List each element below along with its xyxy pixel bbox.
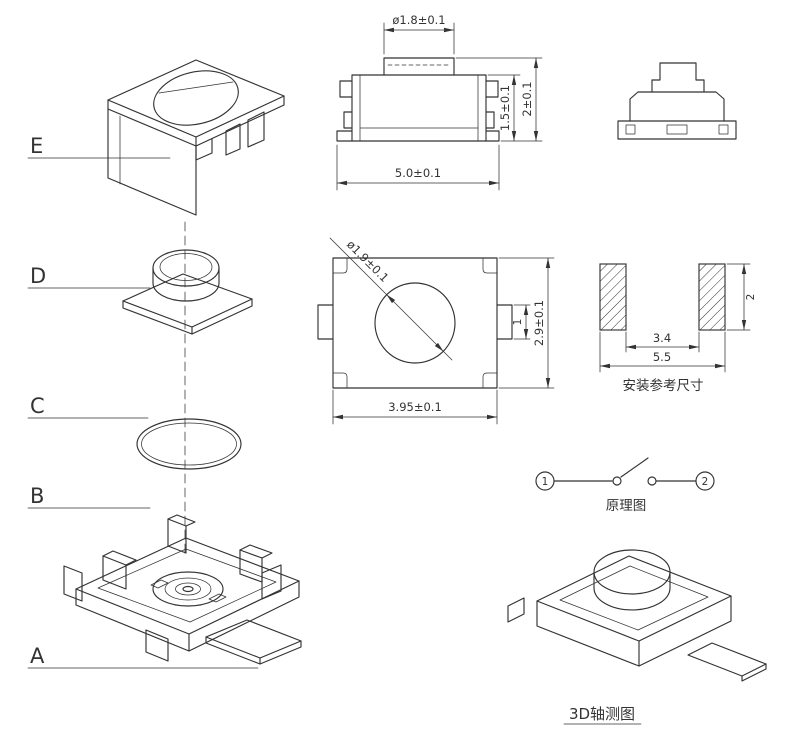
part-d-button-drawing [122, 249, 253, 335]
dim-button-diameter: ø1.8±0.1 [383, 13, 455, 55]
land-pad-left [599, 263, 627, 331]
dim-body-depth: 2.9±0.1 [498, 257, 555, 389]
exploded-view: E D C [27, 59, 302, 669]
dim-text-body-height: 1.5±0.1 [498, 85, 512, 131]
terminal-2-circle [695, 471, 715, 491]
schematic-caption: 原理图 [606, 498, 647, 514]
terminal-2-label: 2 [702, 476, 709, 488]
part-label-e: E [30, 134, 43, 158]
part-e-cover-drawing [107, 59, 285, 216]
top-view: ø1.9±0.1 1 2.9±0.1 3.95±0.1 [317, 237, 555, 425]
dim-hole-diameter: ø1.9±0.1 [329, 237, 453, 361]
contact-left [612, 476, 622, 486]
dim-text-button-diameter: ø1.8±0.1 [392, 13, 445, 27]
dim-outer-span: 5.5 [599, 331, 726, 373]
part-b-base-drawing [63, 514, 300, 662]
dim-text-pad-height: 2 [745, 294, 757, 301]
top-view-outline [317, 257, 513, 389]
front-view-outline [336, 57, 500, 142]
dim-text-outer-span: 5.5 [653, 350, 671, 364]
land-pattern-caption: 安装参考尺寸 [623, 377, 704, 394]
switch-lever [620, 457, 649, 478]
dim-pad-height: 2 [726, 263, 757, 331]
part-label-a: A [30, 644, 45, 668]
front-view: ø1.8±0.1 1.5±0.1 2±0.1 5.0±0.1 [336, 13, 543, 191]
part-label-c: C [30, 394, 45, 418]
terminal-1-label: 1 [542, 476, 549, 488]
dim-text-hole-diameter: ø1.9±0.1 [344, 237, 392, 285]
dim-body-width: 3.95±0.1 [332, 389, 498, 425]
dim-body-height: 1.5±0.1 [487, 74, 543, 142]
land-pattern: 2 3.4 5.5 安装参考尺寸 [599, 263, 757, 394]
dim-text-body-depth: 2.9±0.1 [532, 300, 546, 346]
dim-tab-width: 1 [512, 304, 531, 340]
dim-total-height: 2±0.1 [455, 57, 543, 142]
dim-text-total-width: 5.0±0.1 [395, 166, 441, 180]
part-label-b: B [30, 484, 44, 508]
contact-right [647, 476, 657, 486]
dim-total-width: 5.0±0.1 [336, 144, 500, 191]
iso-3d-view: 3D轴测图 [507, 549, 767, 725]
iso-view-caption: 3D轴测图 [569, 705, 635, 723]
schematic-diagram: 1 2 原理图 [535, 457, 715, 514]
dim-text-body-width: 3.95±0.1 [388, 400, 442, 414]
part-a-terminal-drawing [205, 619, 302, 665]
dim-text-inner-gap: 3.4 [653, 331, 671, 345]
side-view [617, 62, 737, 140]
dim-text-total-height: 2±0.1 [520, 81, 534, 116]
dim-text-tab-width: 1 [512, 319, 524, 326]
dim-inner-gap: 3.4 [625, 331, 700, 353]
part-c-dome-drawing [136, 418, 242, 470]
land-pad-right [698, 263, 726, 331]
part-label-d: D [30, 264, 46, 288]
